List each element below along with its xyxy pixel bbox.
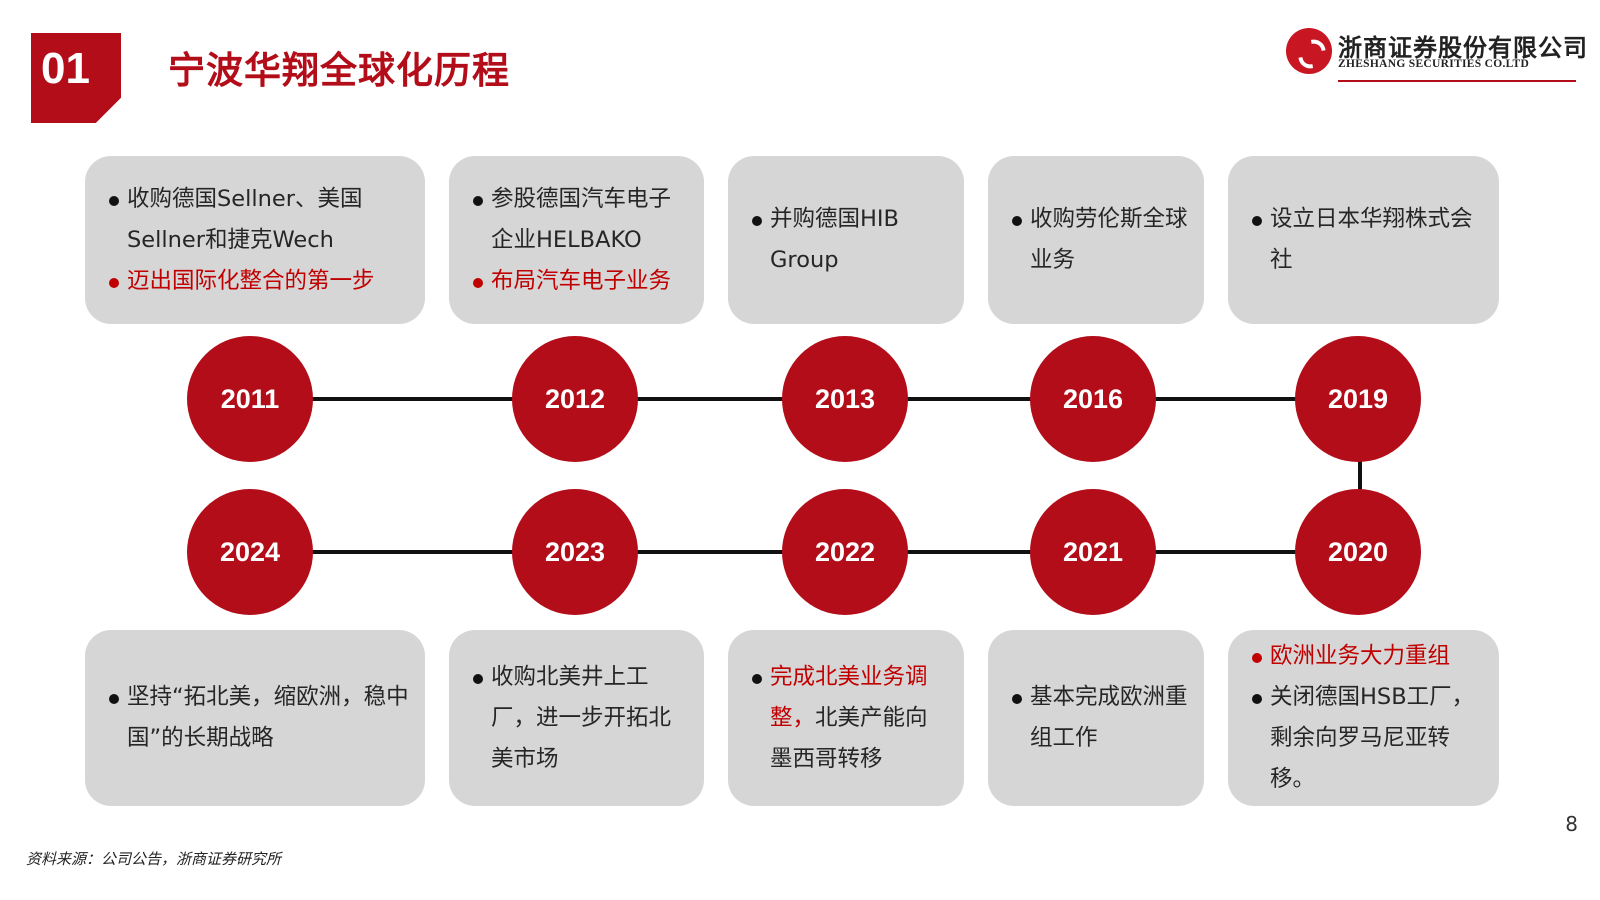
event-box-2022: 完成北美业务调整，北美产能向墨西哥转移 xyxy=(728,630,964,806)
logo-chinese-name: 浙商证券股份有限公司 xyxy=(1338,34,1588,62)
page-title: 宁波华翔全球化历程 xyxy=(168,49,510,92)
event-item: 关闭德国HSB工厂，剩余向罗马尼亚转移。 xyxy=(1250,677,1483,800)
event-item: 并购德国HIB Group xyxy=(750,199,948,281)
source-note: 资料来源：公司公告，浙商证券研究所 xyxy=(26,850,282,868)
timeline-connector xyxy=(1358,399,1362,552)
event-box-2012: 参股德国汽车电子企业HELBAKO 布局汽车电子业务 xyxy=(449,156,704,324)
event-box-2019: 设立日本华翔株式会社 xyxy=(1228,156,1499,324)
year-circle-2016: 2016 xyxy=(1030,336,1156,462)
event-box-2011: 收购德国Sellner、美国Sellner和捷克Wech 迈出国际化整合的第一步 xyxy=(85,156,425,324)
logo-underline xyxy=(1338,80,1576,82)
year-circle-2019: 2019 xyxy=(1295,336,1421,462)
zheshang-logo-icon xyxy=(1286,28,1332,74)
year-circle-2011: 2011 xyxy=(187,336,313,462)
event-box-2023: 收购北美井上工厂，进一步开拓北美市场 xyxy=(449,630,704,806)
year-circle-2020: 2020 xyxy=(1295,489,1421,615)
event-item: 收购劳伦斯全球业务 xyxy=(1010,199,1188,281)
event-item: 参股德国汽车电子企业HELBAKO xyxy=(471,179,688,261)
event-item: 收购北美井上工厂，进一步开拓北美市场 xyxy=(471,657,688,780)
event-box-2013: 并购德国HIB Group xyxy=(728,156,964,324)
event-item: 坚持“拓北美，缩欧洲，稳中国”的长期战略 xyxy=(107,677,409,759)
event-item-highlight: 迈出国际化整合的第一步 xyxy=(107,261,409,302)
year-circle-2021: 2021 xyxy=(1030,489,1156,615)
event-item-rest-part: 北美产能向墨西哥转移 xyxy=(770,704,928,772)
event-item-highlight: 欧洲业务大力重组 xyxy=(1250,636,1483,677)
year-circle-2024: 2024 xyxy=(187,489,313,615)
company-logo: 浙商证券股份有限公司 ZHESHANG SECURITIES CO.LTD xyxy=(1286,28,1588,82)
page-number: 8 xyxy=(1565,812,1578,836)
logo-english-name: ZHESHANG SECURITIES CO.LTD xyxy=(1338,58,1530,70)
section-number-badge: 01 xyxy=(31,33,121,123)
event-item-mixed: 完成北美业务调整，北美产能向墨西哥转移 xyxy=(750,657,948,780)
event-item-highlight-part: 完成北美业务调整， xyxy=(770,663,928,731)
event-box-2020: 欧洲业务大力重组 关闭德国HSB工厂，剩余向罗马尼亚转移。 xyxy=(1228,630,1499,806)
event-item: 收购德国Sellner、美国Sellner和捷克Wech xyxy=(107,179,409,261)
event-box-2016: 收购劳伦斯全球业务 xyxy=(988,156,1204,324)
year-circle-2022: 2022 xyxy=(782,489,908,615)
event-box-2021: 基本完成欧洲重组工作 xyxy=(988,630,1204,806)
event-item-highlight: 布局汽车电子业务 xyxy=(471,261,688,302)
year-circle-2012: 2012 xyxy=(512,336,638,462)
event-box-2024: 坚持“拓北美，缩欧洲，稳中国”的长期战略 xyxy=(85,630,425,806)
year-circle-2013: 2013 xyxy=(782,336,908,462)
event-item: 基本完成欧洲重组工作 xyxy=(1010,677,1188,759)
year-circle-2023: 2023 xyxy=(512,489,638,615)
event-item: 设立日本华翔株式会社 xyxy=(1250,199,1483,281)
